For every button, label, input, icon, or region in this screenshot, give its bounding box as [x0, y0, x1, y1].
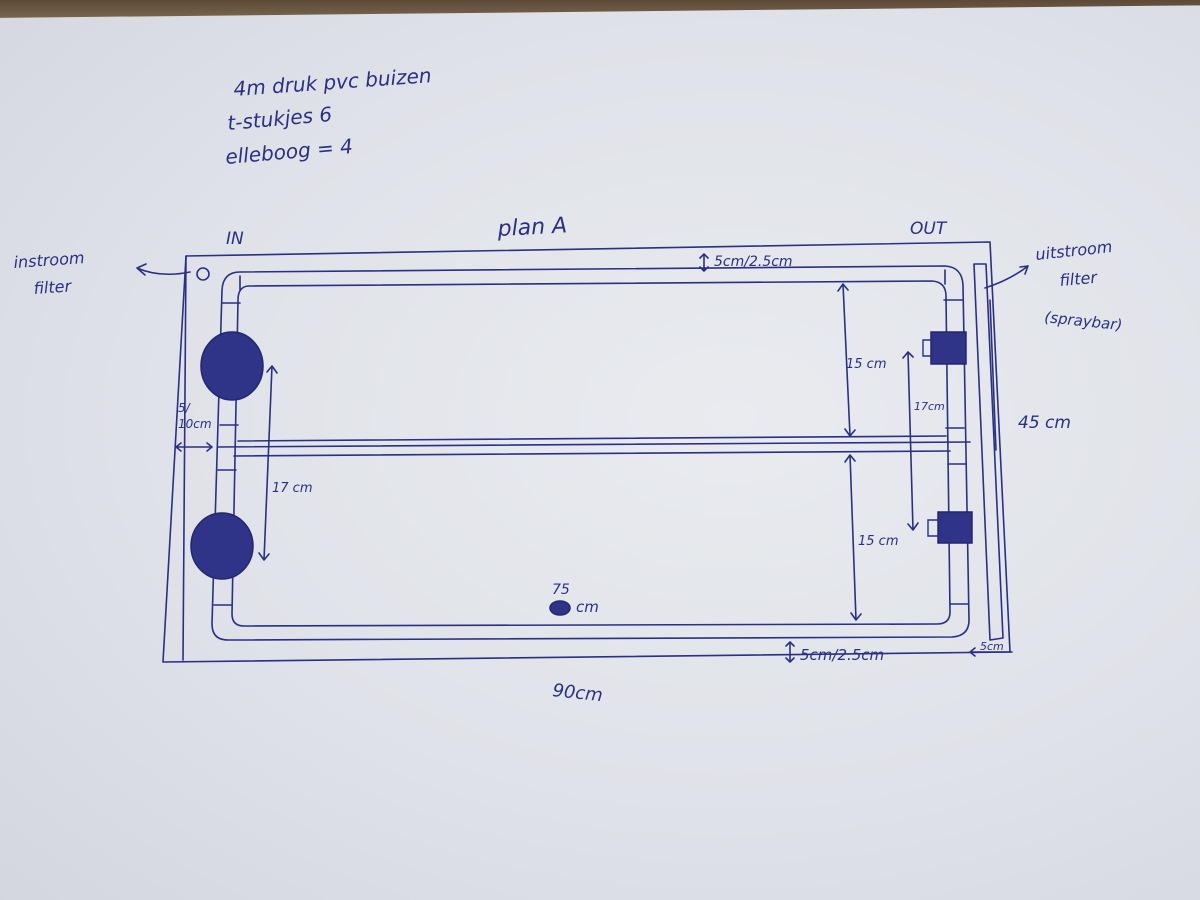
- pipe-inner-line: [231, 280, 951, 627]
- joint-ticks: [213, 269, 969, 606]
- lower-span-label: 15 cm: [858, 534, 899, 549]
- note-line-1: 4m druk pvc buizen: [233, 63, 433, 101]
- upper-span-arrow: [837, 283, 856, 437]
- note-line-2: t-stukjes 6: [226, 102, 333, 135]
- top-gap-arrow: [699, 253, 709, 272]
- left-gap-label-1: 5/: [178, 401, 192, 415]
- outflow-label-2: filter: [1059, 268, 1099, 290]
- note-line-3: elleboog = 4: [224, 134, 353, 169]
- height-total-label: 45 cm: [1018, 413, 1071, 433]
- outflow-arrow: [984, 265, 1029, 289]
- bottom-gap-arrow: [785, 641, 795, 663]
- spraybar-pipe: [973, 263, 1004, 641]
- right-span-label: 17cm: [914, 400, 945, 413]
- filter-blob-upper: [200, 331, 264, 401]
- plan-title: plan A: [496, 213, 568, 242]
- left-span-arrow: [258, 365, 278, 561]
- inlet-circle: [196, 267, 210, 281]
- bottom-gap-label: 5cm/2.5cm: [800, 646, 884, 664]
- upper-span-label: 15 cm: [846, 357, 887, 372]
- left-gap-arrow: [175, 442, 213, 452]
- middle-pipe-top: [237, 435, 947, 442]
- nozzle-block-upper: [930, 331, 967, 365]
- out-label: OUT: [910, 219, 948, 239]
- lower-span-arrow: [844, 454, 862, 621]
- right-gap-label: 5cm: [980, 640, 1004, 653]
- top-gap-label: 5cm/2.5cm: [714, 254, 793, 270]
- nozzle-stub-upper: [922, 339, 934, 357]
- inflow-label-1: instroom: [13, 248, 85, 272]
- width-total-label: 90cm: [551, 680, 603, 706]
- outer-frame-top-extra: [182, 255, 187, 661]
- inflow-label-2: filter: [33, 276, 73, 298]
- outflow-label-3: (spraybar): [1044, 308, 1124, 334]
- height-line: [989, 299, 997, 451]
- center-label-top: 75: [552, 582, 570, 598]
- inflow-arrow: [136, 263, 191, 276]
- left-gap-label-2: 10cm: [178, 417, 212, 431]
- middle-pipe-bottom: [233, 450, 951, 457]
- right-span-arrow: [902, 351, 919, 531]
- center-label-bottom: cm: [576, 598, 599, 616]
- right-gap-arrow: [969, 647, 1013, 657]
- nozzle-block-lower: [937, 511, 973, 544]
- nozzle-stub-lower: [927, 519, 941, 537]
- middle-pipe-outer: [217, 441, 971, 448]
- in-label: IN: [226, 229, 244, 249]
- left-span-label: 17 cm: [272, 481, 313, 496]
- scribble-mark: [549, 600, 571, 616]
- outflow-label-1: uitstroom: [1034, 237, 1113, 264]
- filter-blob-lower: [190, 512, 254, 580]
- pipe-outer-line: [211, 265, 970, 641]
